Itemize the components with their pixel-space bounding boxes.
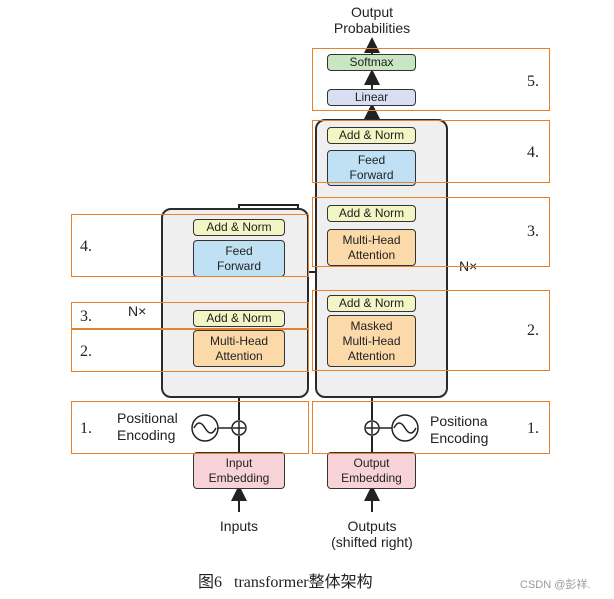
annotation-left-4	[71, 214, 309, 277]
figure-caption: 图6 transformer整体架构	[198, 574, 373, 591]
annotation-left-2-number: 2.	[80, 343, 92, 360]
annotation-right-5	[312, 48, 550, 111]
output-probabilities-label: Output Probabilities	[333, 4, 411, 36]
encoder-add-norm-1: Add & Norm	[193, 310, 285, 327]
decoder-add-norm-3: Add & Norm	[327, 127, 416, 144]
annotation-left-3-number: 3.	[80, 308, 92, 325]
annotation-right-1	[312, 401, 550, 454]
annotation-right-1-number: 1.	[527, 420, 539, 437]
linear-box: Linear	[327, 89, 416, 106]
encoder-nx-label: N×	[128, 303, 147, 319]
annotation-right-4-number: 4.	[527, 144, 539, 161]
softmax-box: Softmax	[327, 54, 416, 71]
encoder-positional-encoding-label: Positional Encoding	[117, 410, 178, 443]
annotation-left-1	[71, 401, 309, 454]
decoder-add-norm-1: Add & Norm	[327, 295, 416, 312]
annotation-left-3	[71, 302, 309, 329]
output-embedding: Output Embedding	[327, 452, 416, 489]
annotation-right-2	[312, 290, 550, 371]
annotation-left-2	[71, 329, 309, 372]
annotation-right-5-number: 5.	[527, 73, 539, 90]
inputs-label: Inputs	[219, 518, 259, 534]
annotation-right-2-number: 2.	[527, 322, 539, 339]
annotation-right-3-number: 3.	[527, 223, 539, 240]
masked-multi-head-attention: Masked Multi-Head Attention	[327, 315, 416, 367]
annotation-left-1-number: 1.	[80, 420, 92, 437]
decoder-positional-encoding-label: Positiona Encoding	[430, 413, 489, 446]
decoder-multi-head-attention: Multi-Head Attention	[327, 229, 416, 266]
encoder-feed-forward: Feed Forward	[193, 240, 285, 277]
annotation-right-4	[312, 120, 550, 183]
encoder-multi-head-attention: Multi-Head Attention	[193, 330, 285, 367]
decoder-add-norm-2: Add & Norm	[327, 205, 416, 222]
csdn-watermark: CSDN @彭祥.	[520, 579, 591, 591]
input-embedding: Input Embedding	[193, 452, 285, 489]
decoder-feed-forward: Feed Forward	[327, 150, 416, 186]
encoder-add-norm-2: Add & Norm	[193, 219, 285, 236]
annotation-right-3	[312, 197, 550, 267]
annotation-left-4-number: 4.	[80, 238, 92, 255]
outputs-label: Outputs (shifted right)	[331, 518, 413, 550]
